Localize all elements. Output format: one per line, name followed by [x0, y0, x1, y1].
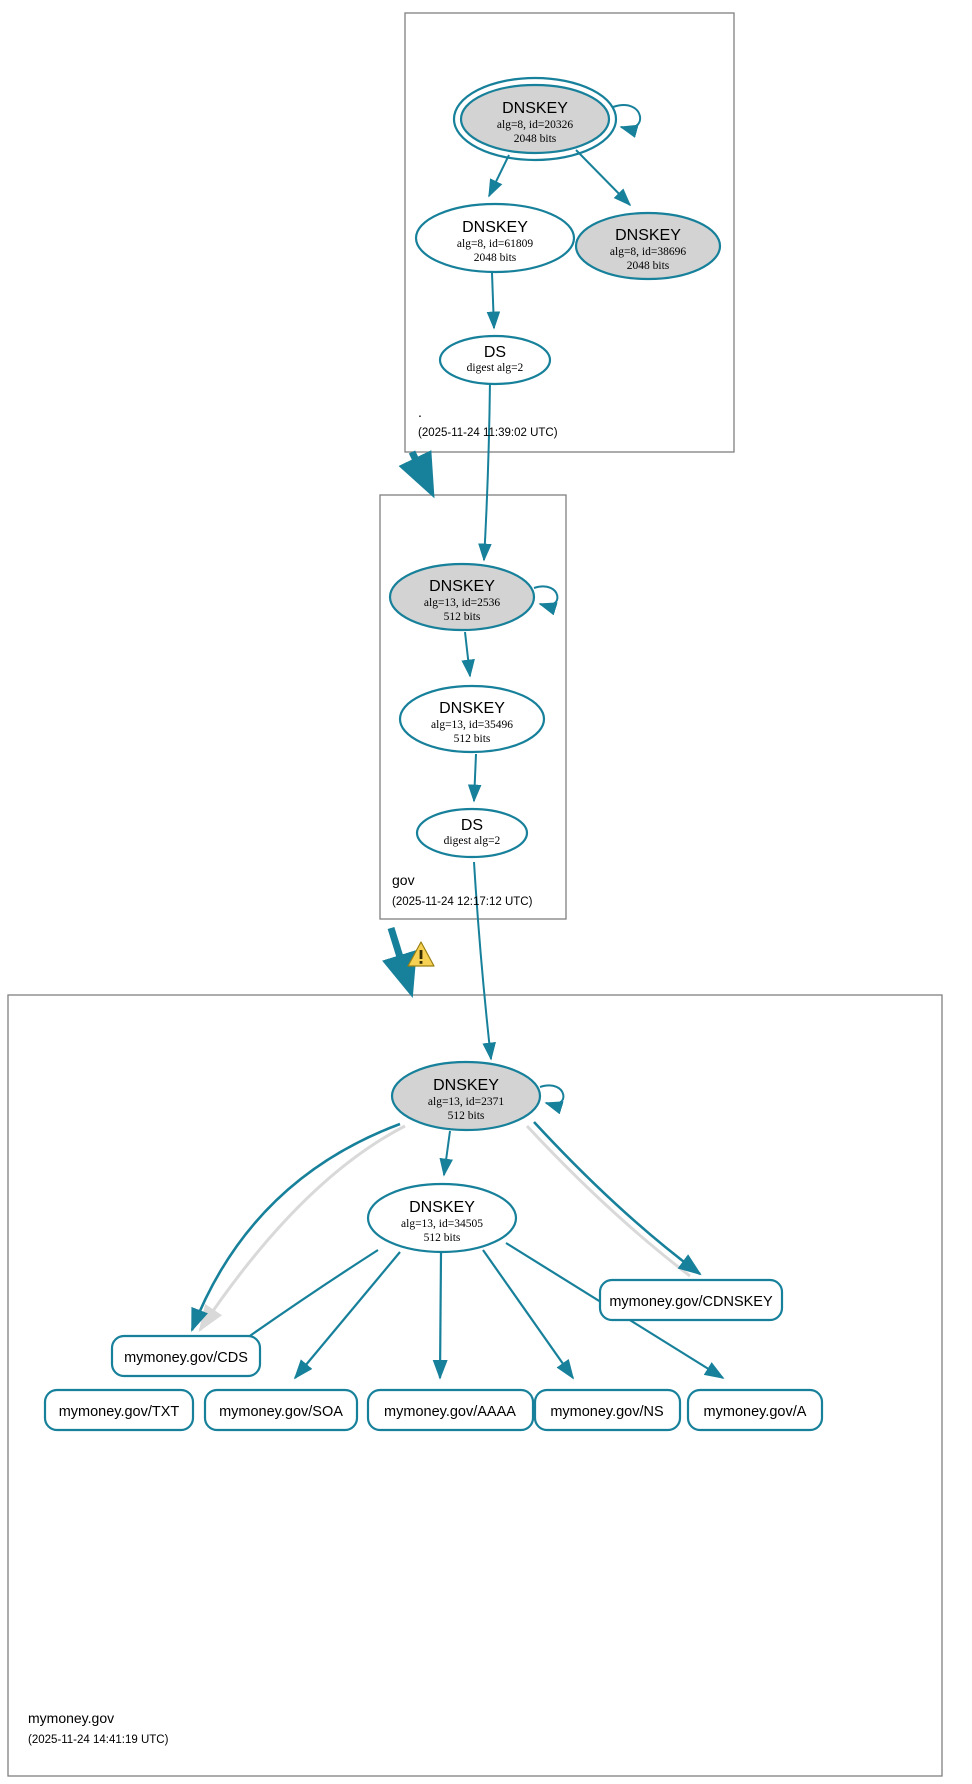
- rrset-a[interactable]: mymoney.gov/A: [686, 1388, 824, 1432]
- edge-my-ksk-self: [539, 1084, 565, 1115]
- node-my-ksk-title: DNSKEY: [433, 1077, 499, 1094]
- rrset-ns-label: mymoney.gov/NS: [550, 1404, 663, 1420]
- node-root-zsk: [414, 202, 576, 274]
- warning-triangle-icon: [407, 941, 435, 967]
- node-my-ksk-line3: 512 bits: [448, 1110, 485, 1122]
- edge-root-zsk-to-ds: [486, 272, 501, 330]
- zone-label-root: .: [418, 404, 422, 420]
- edge-root-ksk-self: [612, 104, 642, 138]
- edge-root-ds-to-gov-zone: [398, 450, 435, 499]
- node-root-zsk-line2: alg=8, id=61809: [457, 238, 533, 250]
- node-root-ksk-title: DNSKEY: [502, 100, 568, 117]
- edge-root-ds-to-gov-ksk: [478, 379, 492, 562]
- rrset-txt[interactable]: mymoney.gov/TXT: [43, 1388, 195, 1432]
- node-gov-zsk-title: DNSKEY: [439, 700, 505, 717]
- edge-cds-grey-to-ksk: [198, 1124, 406, 1332]
- zone-box-gov: [379, 494, 567, 920]
- node-gov-ksk-title: DNSKEY: [429, 578, 495, 595]
- edge-gov-ds-to-mymoney-zone: [382, 926, 417, 999]
- rrset-soa[interactable]: mymoney.gov/SOA: [203, 1388, 359, 1432]
- node-gov-ksk-line2: alg=13, id=2536: [424, 597, 500, 609]
- rrset-a-label: mymoney.gov/A: [704, 1404, 807, 1420]
- node-root-ksk-line2: alg=8, id=20326: [497, 119, 573, 131]
- node-gov-zsk-line2: alg=13, id=35496: [431, 719, 513, 731]
- node-gov-ds-line2: digest alg=2: [444, 835, 501, 847]
- edge-my-ksk-to-zsk: [439, 1130, 453, 1177]
- node-my-ksk-line2: alg=13, id=2371: [428, 1096, 504, 1108]
- edge-gov-ksk-to-zsk: [461, 631, 475, 678]
- edge-root-ksk-to-zsk: [488, 154, 510, 198]
- edge-my-zsk-to-ns: [482, 1249, 575, 1380]
- node-my-zsk-title: DNSKEY: [409, 1199, 475, 1216]
- rrset-aaaa[interactable]: mymoney.gov/AAAA: [366, 1388, 535, 1432]
- edge-my-ksk-to-cds: [190, 1122, 401, 1332]
- edge-gov-ksk-self: [533, 585, 559, 616]
- rrset-ns[interactable]: mymoney.gov/NS: [533, 1388, 682, 1432]
- edge-root-ksk-to-other: [575, 149, 632, 207]
- edge-my-zsk-to-aaaa: [432, 1252, 448, 1380]
- rrset-txt-label: mymoney.gov/TXT: [59, 1404, 180, 1420]
- zone-label-mymoney: mymoney.gov: [28, 1710, 114, 1726]
- zone-time-mymoney: (2025-11-24 14:41:19 UTC): [28, 1734, 169, 1746]
- node-my-ksk: [390, 1060, 542, 1132]
- zone-box-root: [404, 12, 735, 453]
- edge-cdnskey-grey-to-ksk: [525, 1124, 691, 1278]
- node-root-ds-line2: digest alg=2: [467, 362, 524, 374]
- rrset-cdnskey-label: mymoney.gov/CDNSKEY: [609, 1294, 773, 1310]
- node-my-zsk: [366, 1182, 518, 1254]
- zone-time-gov: (2025-11-24 12:17:12 UTC): [392, 896, 533, 908]
- node-root-ksk: [459, 83, 611, 155]
- rrset-cdnskey[interactable]: mymoney.gov/CDNSKEY: [598, 1278, 784, 1322]
- node-root-zsk-line3: 2048 bits: [474, 252, 517, 264]
- edge-my-ksk-to-cdnskey: [533, 1121, 702, 1276]
- node-gov-ksk: [388, 562, 536, 632]
- rrset-cds-label: mymoney.gov/CDS: [124, 1350, 248, 1366]
- edge-my-zsk-to-soa: [293, 1251, 401, 1380]
- node-root-other-line2: alg=8, id=38696: [610, 246, 686, 258]
- node-gov-ds-title: DS: [461, 817, 483, 834]
- node-gov-ksk-line3: 512 bits: [444, 611, 481, 623]
- node-root-zsk-title: DNSKEY: [462, 219, 528, 236]
- node-root-ksk-line3: 2048 bits: [514, 133, 557, 145]
- node-root-ds: [438, 334, 552, 386]
- edge-gov-ds-to-mymoney-ksk: [473, 861, 496, 1061]
- node-root-other-title: DNSKEY: [615, 227, 681, 244]
- zone-box-mymoney: [7, 994, 943, 1777]
- node-gov-zsk: [398, 684, 546, 754]
- node-root-other-line3: 2048 bits: [627, 260, 670, 272]
- node-gov-ds: [415, 807, 529, 859]
- zone-time-root: (2025-11-24 11:39:02 UTC): [418, 427, 558, 439]
- node-my-zsk-line2: alg=13, id=34505: [401, 1218, 483, 1230]
- node-root-other-dnskey: [574, 211, 722, 281]
- node-root-ds-title: DS: [484, 344, 506, 361]
- node-root-ksk-anchor-ring: [452, 76, 618, 162]
- edge-gov-zsk-to-ds: [467, 753, 482, 803]
- zone-label-gov: gov: [392, 872, 415, 888]
- rrset-cds[interactable]: mymoney.gov/CDS: [110, 1334, 262, 1378]
- rrset-soa-label: mymoney.gov/SOA: [219, 1404, 343, 1420]
- node-my-zsk-line3: 512 bits: [424, 1232, 461, 1244]
- rrset-aaaa-label: mymoney.gov/AAAA: [384, 1404, 516, 1420]
- node-gov-zsk-line3: 512 bits: [454, 733, 491, 745]
